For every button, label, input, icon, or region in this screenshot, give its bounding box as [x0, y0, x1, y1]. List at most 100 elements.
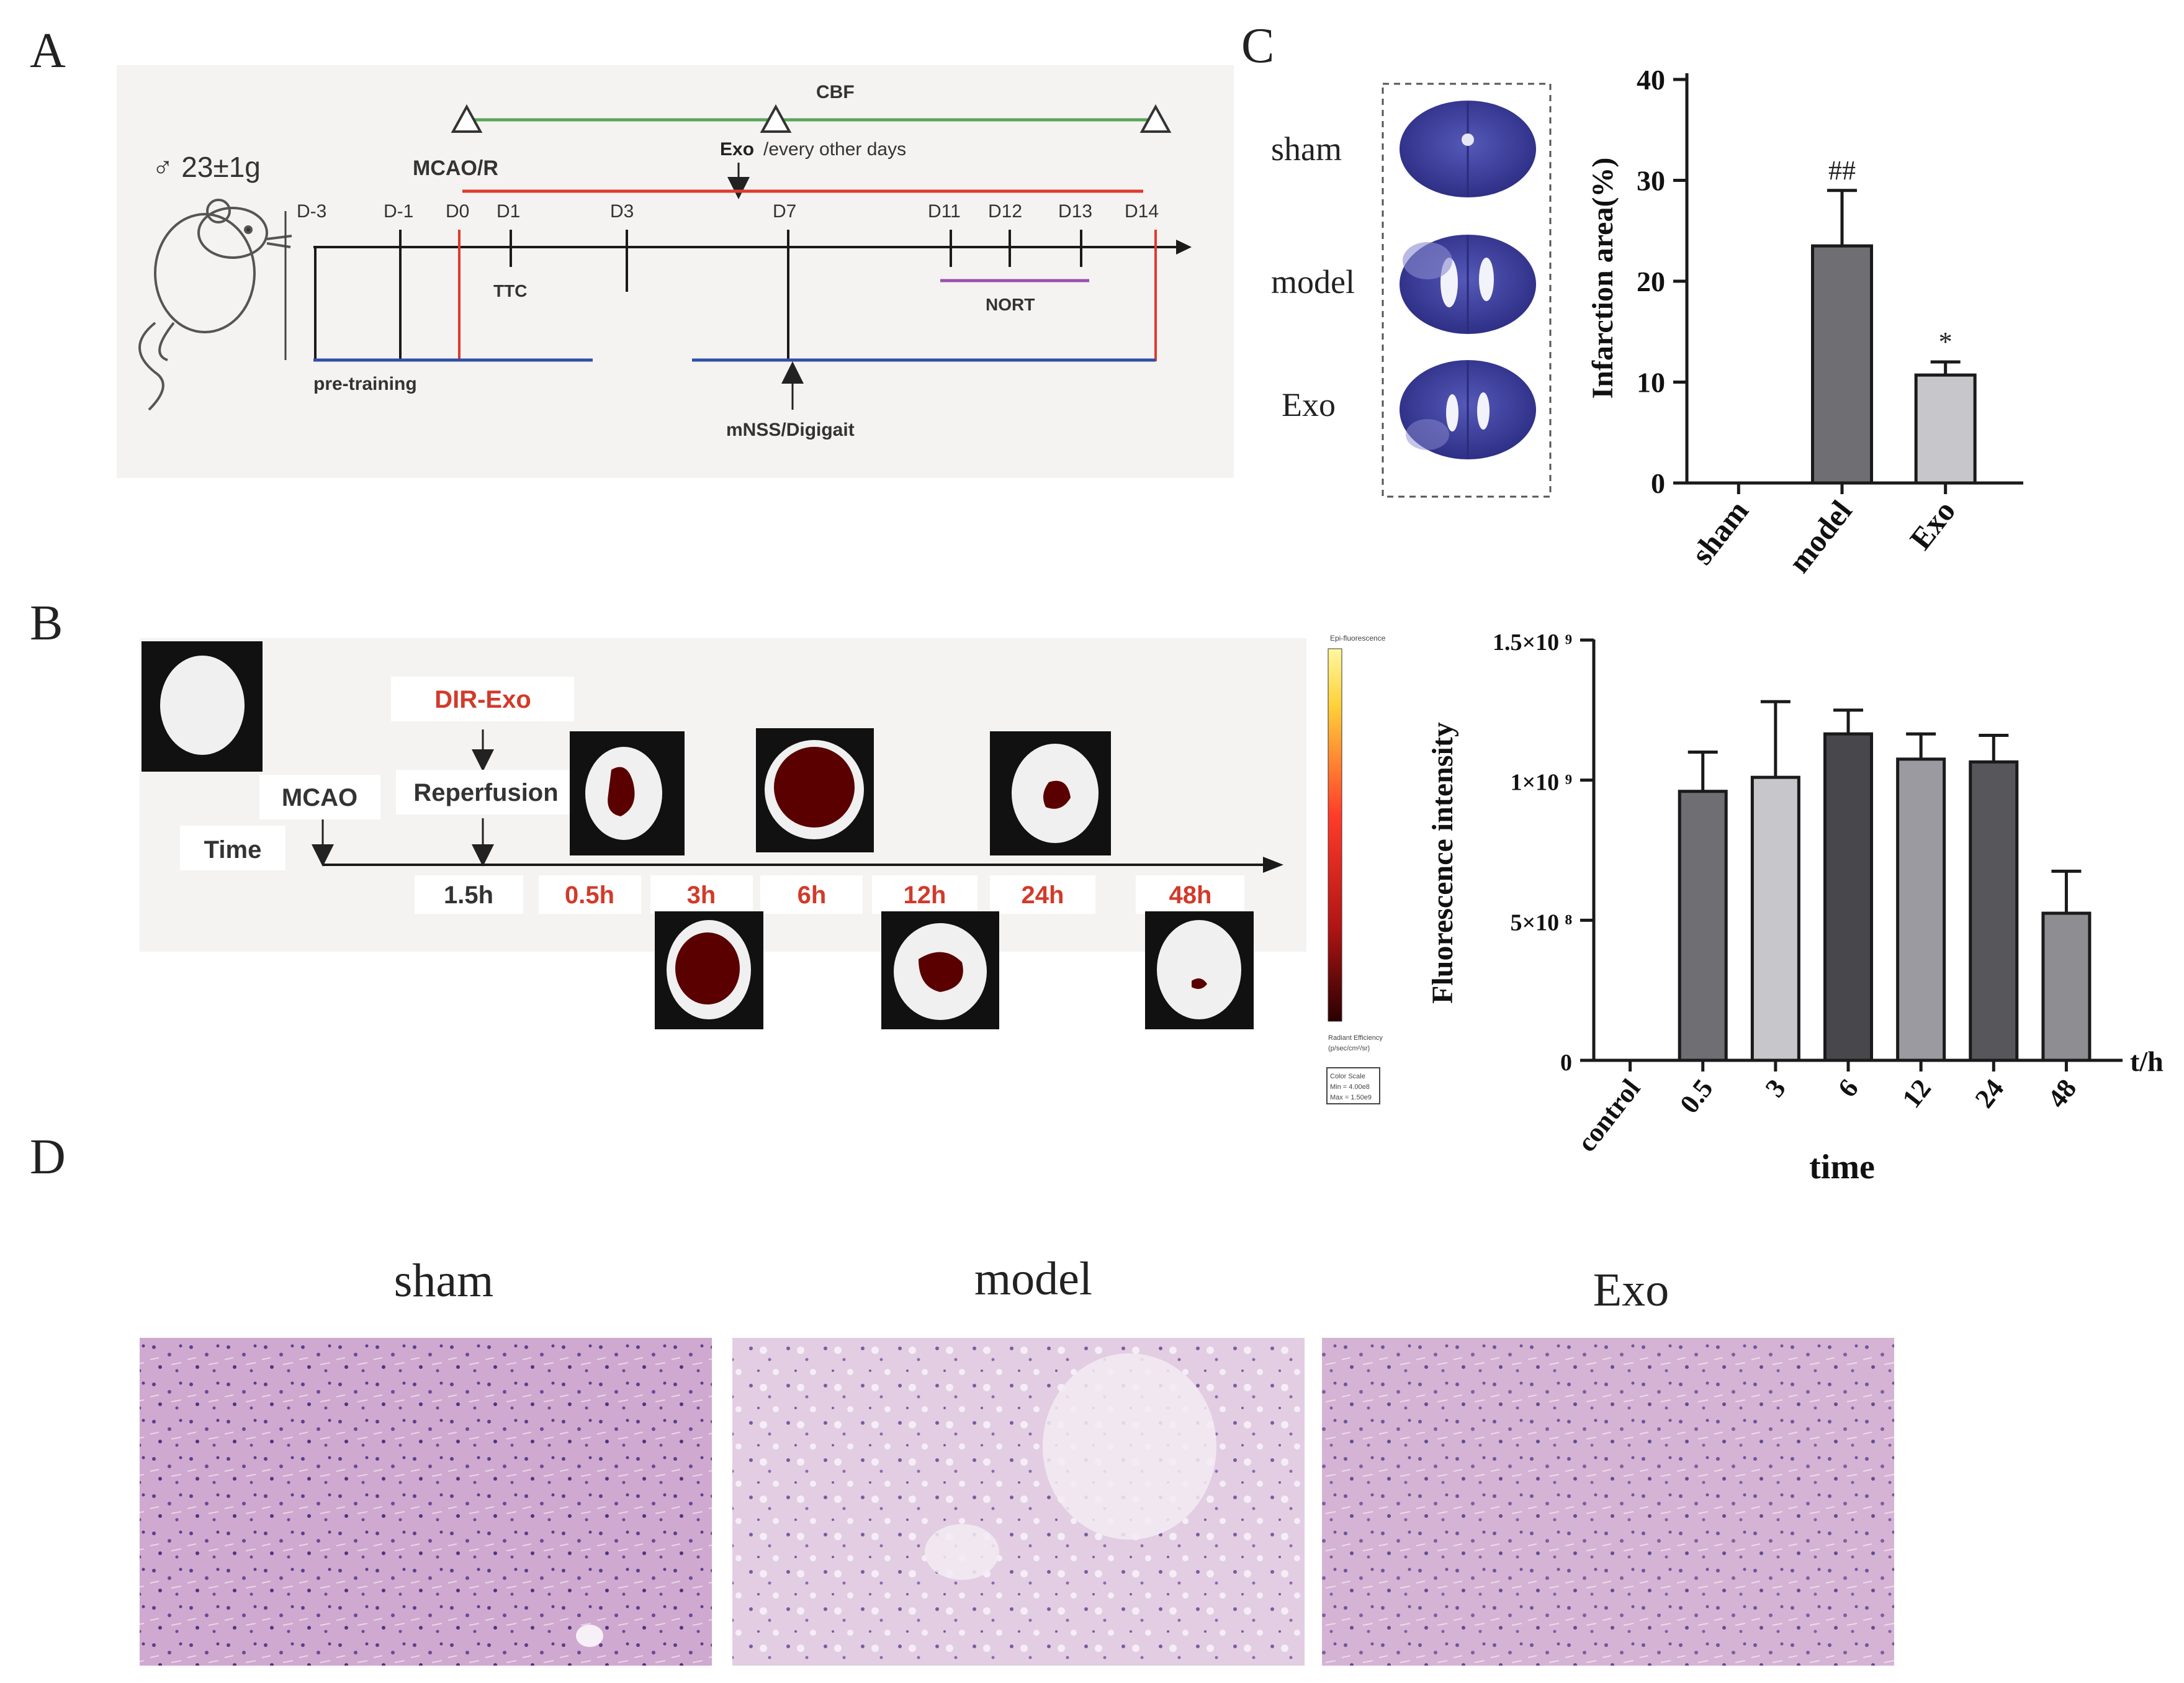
panel-b-imaging: DIR-Exo MCAO Reperfusion Time 1.5h 0.5h …: [140, 634, 1386, 1104]
ttc-label: TTC: [493, 281, 527, 300]
x-tick-label: 6: [1832, 1073, 1864, 1103]
significance-mark: *: [1939, 327, 1953, 357]
x-tick-label: sham: [1684, 494, 1755, 571]
pretraining-label: pre-training: [313, 374, 417, 394]
day-label: D-1: [384, 201, 413, 222]
timeline-background: [117, 65, 1234, 478]
day-label: D0: [446, 201, 469, 222]
mcao-box: [259, 775, 380, 819]
colorbar-box-3: Max = 1.50e9: [1330, 1094, 1372, 1101]
mouse-weight: ♂ 23±1g: [152, 151, 261, 183]
bar-6: [1823, 732, 1873, 1062]
pre-image: [142, 641, 263, 772]
x-tick-label: model: [1781, 494, 1859, 579]
day-label: D1: [497, 201, 520, 222]
timeline-axis-arrow: [1176, 240, 1192, 255]
slice-label-exo: Exo: [1282, 386, 1336, 423]
bar-48: [2041, 911, 2092, 1062]
x-tick-label: 48: [2042, 1073, 2083, 1114]
brain-slice-sham: [1400, 101, 1536, 197]
mnss-label: mNSS/Digigait: [726, 420, 855, 440]
histology-label-sham: sham: [394, 1255, 493, 1307]
cbf-label: CBF: [816, 82, 855, 102]
fluorescence-image-6h: [756, 728, 874, 852]
exo-label: Exo: [720, 139, 754, 160]
tp-box: [760, 875, 863, 914]
bar-Exo: [1914, 373, 1977, 485]
bar-24: [1969, 760, 2019, 1062]
fluorescence-x-label: time: [1809, 1148, 1875, 1186]
cbf-marker-end: [1139, 104, 1172, 133]
tp-box: [1136, 875, 1244, 914]
histology-image-model: [732, 1338, 1305, 1666]
tp-0-5h: 0.5h: [565, 882, 614, 909]
fluorescence-image-48h: [1145, 911, 1254, 1029]
x-tick-label: 12: [1896, 1073, 1937, 1114]
y-tick-label: 1.5×10 ⁹: [1493, 629, 1572, 656]
cbf-marker-mid: [760, 104, 792, 133]
histology-label-model: model: [974, 1253, 1092, 1305]
tp-6h: 6h: [798, 882, 827, 909]
brain-slice-model: [1400, 235, 1536, 334]
bar-12: [1896, 757, 1946, 1062]
x-tick-label: 3: [1759, 1073, 1792, 1103]
y-tick-label: 1×10 ⁹: [1510, 770, 1572, 796]
bar-0.5: [1678, 790, 1728, 1062]
day-label: D-3: [297, 201, 326, 222]
mcao-label: MCAO: [282, 784, 357, 811]
cbf-marker-start: [451, 104, 483, 133]
fluorescence-image-12h: [881, 911, 999, 1029]
tp-box: [415, 875, 523, 914]
tp-box: [872, 875, 977, 914]
histology-image-sham: [140, 1338, 712, 1666]
slice-frame: [1382, 83, 1552, 498]
panel-c-slices: sham model Exo: [1271, 83, 1552, 498]
brain-slice-exo: [1400, 360, 1536, 459]
histology-image-exo: [1322, 1338, 1894, 1666]
panel-d-histology: sham model Exo: [140, 1253, 1894, 1666]
day-label: D7: [773, 201, 796, 222]
dir-exo-box: [391, 677, 574, 721]
infarction-y-label: Infarction area(%): [1586, 158, 1619, 399]
dir-exo-label: DIR-Exo: [434, 686, 531, 713]
bar-model: [1811, 244, 1873, 485]
time-label: Time: [204, 836, 262, 864]
reperfusion-box: [396, 770, 576, 814]
y-tick-label: 20: [1637, 266, 1665, 297]
colorbar-bottom-2: (p/sec/cm²/sr): [1328, 1045, 1370, 1052]
mcao-r-label: MCAO/R: [413, 156, 498, 180]
tp-box: [990, 875, 1095, 914]
day-label: D12: [988, 201, 1022, 222]
fluorescence-image-0-5h: [570, 731, 685, 855]
colorbar-bottom-1: Radiant Efficiency: [1328, 1034, 1383, 1042]
panel-label-c: C: [1241, 19, 1274, 73]
tp-1-5h: 1.5h: [444, 882, 493, 909]
tp-48h: 48h: [1169, 882, 1212, 909]
day-label: D11: [928, 201, 961, 222]
tp-box: [650, 875, 753, 914]
nort-label: NORT: [986, 295, 1035, 314]
slice-label-model: model: [1271, 263, 1355, 300]
y-tick-label: 5×10 ⁸: [1510, 909, 1572, 936]
x-tick-label: Exo: [1903, 494, 1962, 556]
colorbar-box-2: Min = 4.00e8: [1330, 1083, 1370, 1091]
fluorescence-image-24h: [990, 731, 1111, 855]
y-tick-label: 30: [1637, 165, 1665, 197]
slice-label-sham: sham: [1271, 130, 1342, 168]
panel-a-timeline: ♂ 23±1g CBF Exo /every other days MCAO/R…: [117, 65, 1234, 478]
tp-3h: 3h: [687, 882, 716, 909]
x-tick-label: 0.5: [1674, 1073, 1719, 1119]
colorbar-top-label: Epi-fluorescence: [1330, 634, 1386, 643]
panel-label-a: A: [30, 24, 66, 78]
fluorescence-x-unit: t/h: [2130, 1045, 2164, 1077]
tp-box: [539, 875, 641, 914]
y-tick-label: 10: [1637, 367, 1665, 399]
colorbar-box-1: Color Scale: [1330, 1073, 1365, 1080]
tp-24h: 24h: [1022, 882, 1064, 909]
histology-label-exo: Exo: [1593, 1264, 1669, 1316]
exo-note: /every other days: [763, 139, 906, 160]
y-tick-label: 0: [1651, 467, 1665, 499]
